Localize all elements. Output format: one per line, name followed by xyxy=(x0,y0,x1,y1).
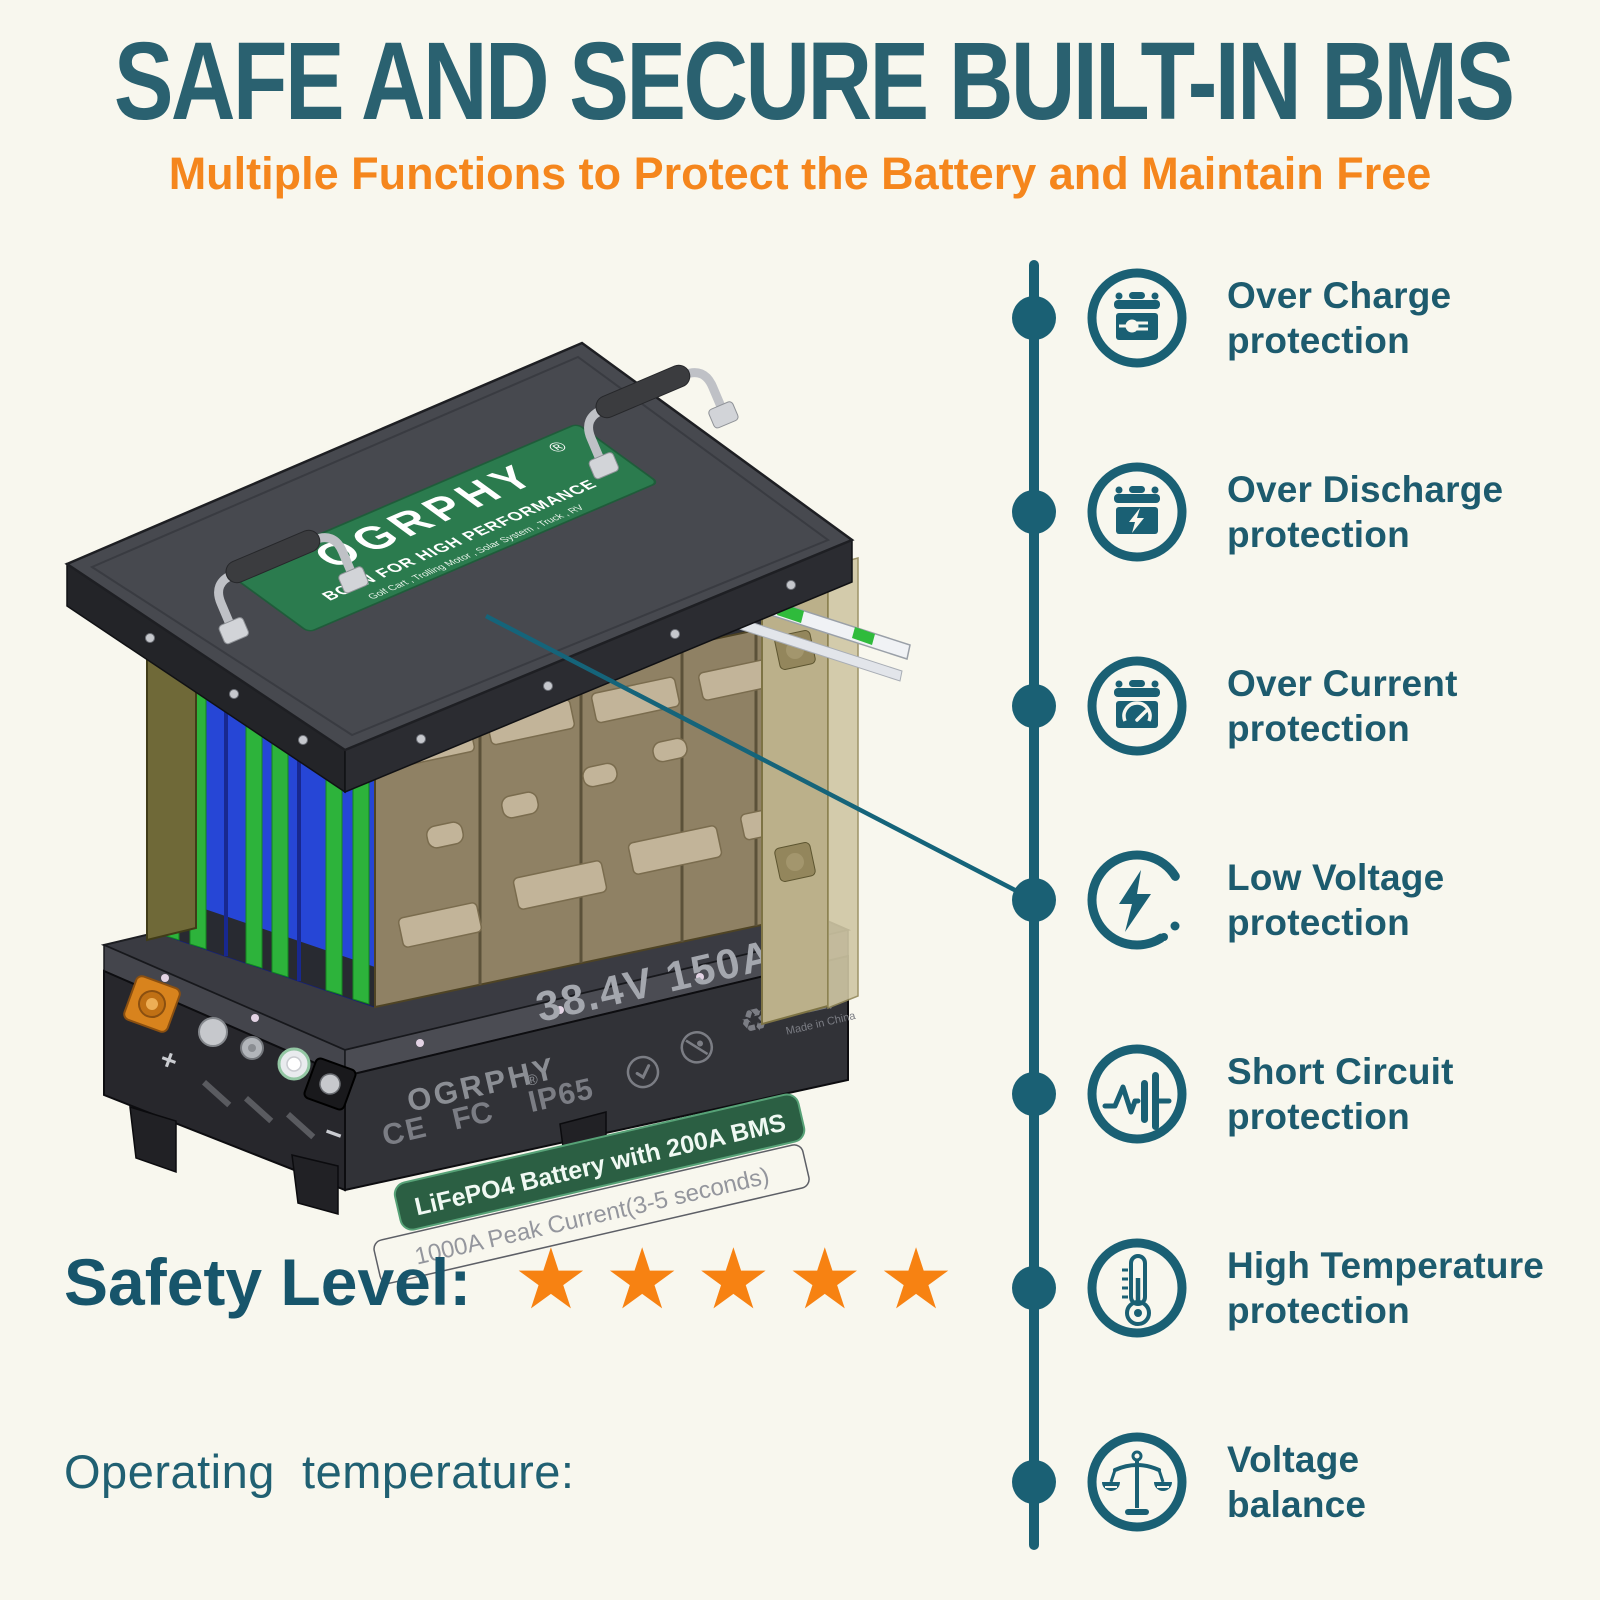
battery-gauge-icon xyxy=(1087,656,1187,756)
check-circle-icon xyxy=(626,1055,660,1089)
feature-line1: Over Charge xyxy=(1227,275,1452,316)
mounting-rails xyxy=(585,544,911,682)
feature-label: Over Current protection xyxy=(1227,661,1458,751)
case-brand: OGRPHY xyxy=(404,1050,560,1118)
round-button xyxy=(198,1017,228,1047)
battery-plug-icon xyxy=(1087,268,1187,368)
case-feet xyxy=(129,1105,607,1215)
timeline-dot-7 xyxy=(1012,1460,1056,1504)
page-subtitle: Multiple Functions to Protect the Batter… xyxy=(168,148,1432,199)
feature-label: Over Charge protection xyxy=(1227,273,1451,363)
balance-scale-icon xyxy=(1087,1432,1187,1532)
feature-low-voltage: Low Voltage protection xyxy=(1085,848,1444,952)
timeline-dot-2 xyxy=(1012,490,1056,534)
flange-screws xyxy=(161,949,809,1047)
bms-board xyxy=(299,569,617,659)
cert-row: CE FC IP65 ♻ xyxy=(379,983,858,1153)
feature-high-temperature: High Temperature protection xyxy=(1085,1236,1544,1340)
green-straps xyxy=(162,638,370,1005)
khaki-cells-face xyxy=(374,616,814,1009)
feature-line1: Over Discharge xyxy=(1227,469,1504,510)
made-in-label: Made in China xyxy=(785,1010,858,1038)
crossed-bin-icon xyxy=(797,983,832,1013)
feature-line2: protection xyxy=(1227,320,1410,361)
lid-handle-back xyxy=(584,364,739,480)
feature-line1: High Temperature xyxy=(1227,1245,1545,1286)
feature-label: Voltage balance xyxy=(1227,1437,1366,1527)
feature-line2: protection xyxy=(1227,902,1410,943)
feature-line2: balance xyxy=(1227,1484,1367,1525)
case-brand-reg: ® xyxy=(525,1071,540,1090)
plus-label: + xyxy=(156,1043,182,1078)
feature-line2: protection xyxy=(1227,514,1410,555)
feature-line1: Voltage xyxy=(1227,1439,1360,1480)
case-flange xyxy=(100,823,852,1052)
cell-pack xyxy=(148,480,824,1009)
header: SAFE AND SECURE BUILT-IN BMS Multiple Fu… xyxy=(0,20,1600,200)
lid-brand: OGRPHY xyxy=(302,457,550,575)
bms-callout-dot xyxy=(475,608,497,624)
feature-over-charge: Over Charge protection xyxy=(1085,266,1451,370)
feature-line2: protection xyxy=(1227,1290,1410,1331)
page-title: SAFE AND SECURE BUILT-IN BMS xyxy=(113,20,1515,144)
small-connector xyxy=(240,1036,264,1060)
timeline-dot-1 xyxy=(1012,296,1056,340)
feature-over-discharge: Over Discharge protection xyxy=(1085,460,1503,564)
led-ring-button xyxy=(277,1047,311,1081)
bms-callout-line xyxy=(484,614,1036,902)
feature-label: Low Voltage protection xyxy=(1227,855,1444,945)
feature-over-current: Over Current protection xyxy=(1085,654,1458,758)
ip65-mark: IP65 xyxy=(525,1072,596,1119)
minus-label: − xyxy=(320,1116,348,1153)
svg-text:♻: ♻ xyxy=(736,1000,772,1042)
star-rating: ★★★★★ xyxy=(513,1232,970,1326)
feature-label: Over Discharge protection xyxy=(1227,467,1503,557)
feature-label: High Temperature protection xyxy=(1227,1243,1544,1333)
battery-bolt-icon xyxy=(1087,462,1187,562)
ce-mark: CE xyxy=(379,1110,431,1152)
feature-line1: Over Current xyxy=(1227,663,1458,704)
lid-brand-reg: ® xyxy=(543,439,571,456)
operating-temperature-label: Operating temperature: xyxy=(64,1445,575,1498)
timeline-dot-5 xyxy=(1012,1072,1056,1116)
timeline-dot-4 xyxy=(1012,878,1056,922)
timeline-dot-3 xyxy=(1012,684,1056,728)
battery-case: + − 38.4V 150AH xyxy=(103,923,858,1284)
side-boards xyxy=(146,554,859,1026)
lid-label: OGRPHY ® BORN FOR HIGH PERFORMANCE Golf … xyxy=(229,424,657,632)
badge-text: LiFePO4 Battery with 200A BMS xyxy=(412,1109,788,1222)
lid-tags: Golf Cart , Trolling Motor , Solar Syste… xyxy=(366,504,588,602)
lid-screws xyxy=(145,580,796,745)
recycle-icon: ♻ xyxy=(736,1000,772,1042)
safety-level-label: Safety Level: xyxy=(64,1245,472,1319)
feature-voltage-balance: Voltage balance xyxy=(1085,1430,1366,1534)
fcc-mark: FC xyxy=(449,1095,495,1136)
temperature-block: Operating temperature: Charge at 0°C-55°… xyxy=(64,1332,580,1600)
terminal-caption-marks xyxy=(201,1080,316,1140)
no-fire-icon xyxy=(680,1031,714,1064)
safety-level-row: Safety Level: ★★★★★ xyxy=(64,1237,970,1321)
blue-cells-face xyxy=(151,633,376,1009)
feature-line2: protection xyxy=(1227,1096,1410,1137)
lid-handle-front xyxy=(214,529,369,645)
feature-label: Short Circuit protection xyxy=(1227,1049,1454,1139)
waveform-capacitor-icon xyxy=(1087,1044,1187,1144)
feature-line2: protection xyxy=(1227,708,1410,749)
thermometer-icon xyxy=(1087,1238,1187,1338)
timeline-dot-6 xyxy=(1012,1266,1056,1310)
case-rating: 38.4V 150AH xyxy=(531,923,809,1030)
lid-tagline: BORN FOR HIGH PERFORMANCE xyxy=(318,477,601,603)
battery-lid: OGRPHY ® BORN FOR HIGH PERFORMANCE Golf … xyxy=(64,341,855,794)
negative-terminal xyxy=(303,1057,357,1111)
badge-pill: LiFePO4 Battery with 200A BMS xyxy=(393,1093,806,1231)
feature-line1: Short Circuit xyxy=(1227,1051,1454,1092)
feature-line1: Low Voltage xyxy=(1227,857,1445,898)
feature-short-circuit: Short Circuit protection xyxy=(1085,1042,1454,1146)
bolt-dotted-circle-icon xyxy=(1087,850,1187,950)
positive-terminal xyxy=(123,975,181,1033)
